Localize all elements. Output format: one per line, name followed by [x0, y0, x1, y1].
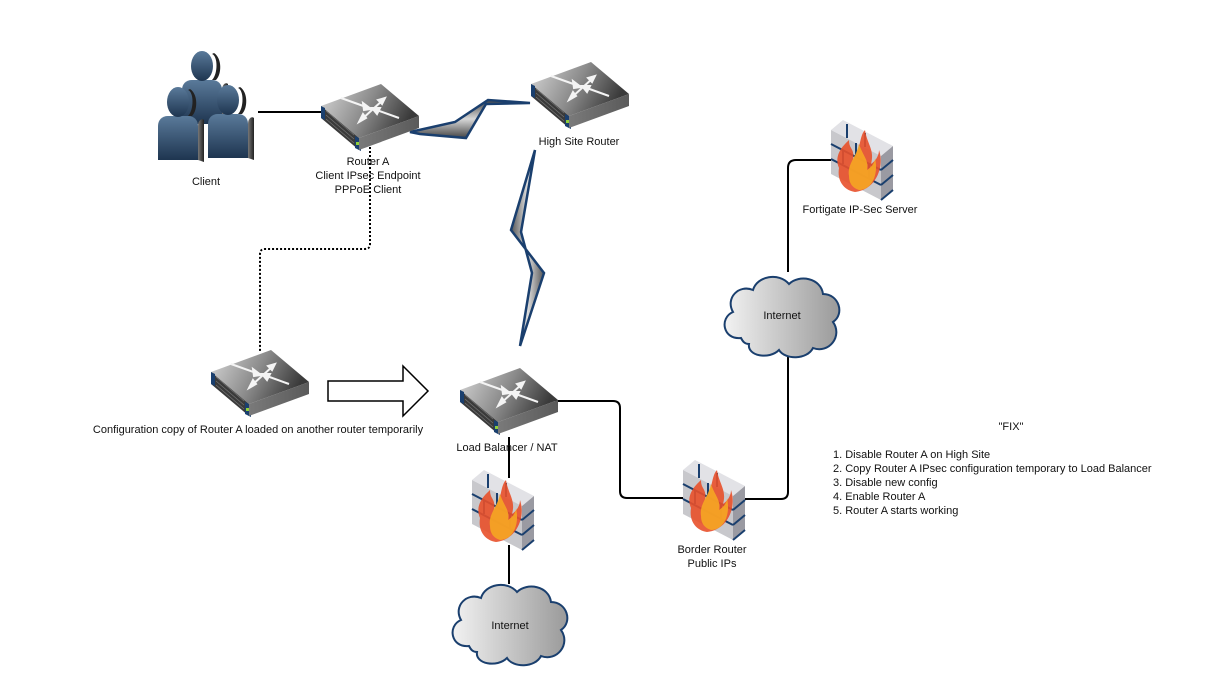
- fix-step-5: 5. Router A starts working: [833, 505, 958, 517]
- router-a-icon: [320, 83, 420, 152]
- fix-step-3: 3. Disable new config: [833, 477, 938, 489]
- wireless-link-high-site-load-balancer: [509, 149, 546, 347]
- config-copy-router-icon: [210, 349, 310, 418]
- fix-step-4: 4. Enable Router A: [833, 491, 926, 503]
- edge-load-balancer-border-router: [555, 400, 683, 499]
- high-site-router-icon: [530, 61, 630, 130]
- block-arrow-config-to-load-balancer: [327, 364, 430, 418]
- label-internet-bottom: Internet: [491, 620, 528, 632]
- label-high-site-router: High Site Router: [539, 136, 620, 148]
- label-router-a-1: Router A: [347, 156, 390, 168]
- edge-border-router-internet: [745, 357, 789, 500]
- label-router-a-3: PPPoE Client: [335, 184, 402, 196]
- wireless-link-router-a-high-site: [409, 98, 531, 140]
- label-internet-right: Internet: [763, 310, 800, 322]
- label-border-router-1: Border Router: [677, 544, 746, 556]
- label-load-balancer: Load Balancer / NAT: [456, 442, 558, 454]
- fix-notes: "FIX" 1. Disable Router A on High Site 2…: [833, 421, 1152, 517]
- fortigate-firewall-icon: [830, 119, 894, 201]
- fix-step-1: 1. Disable Router A on High Site: [833, 449, 990, 461]
- label-border-router-2: Public IPs: [688, 558, 737, 570]
- label-fortigate: Fortigate IP-Sec Server: [803, 204, 918, 216]
- client-users-icon: [158, 51, 254, 162]
- load-balancer-firewall-icon: [471, 469, 535, 551]
- label-client: Client: [192, 176, 220, 188]
- load-balancer-router-icon: [459, 367, 559, 436]
- label-config-copy: Configuration copy of Router A loaded on…: [93, 424, 424, 436]
- label-router-a-2: Client IPsec Endpoint: [315, 170, 420, 182]
- edge-internet-fortigate: [787, 159, 832, 272]
- border-router-firewall-icon: [682, 459, 746, 541]
- fix-step-2: 2. Copy Router A IPsec configuration tem…: [833, 463, 1152, 475]
- fix-title: "FIX": [999, 421, 1024, 433]
